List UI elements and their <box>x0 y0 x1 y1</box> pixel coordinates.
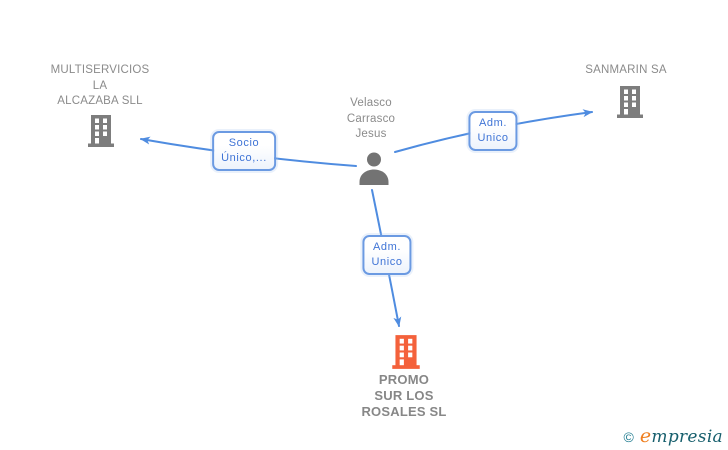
node-label-right-company[interactable]: SANMARIN SA <box>585 63 666 79</box>
edge-label-line: Adm. <box>372 241 402 253</box>
company-name-line: LA <box>92 79 108 92</box>
company-name-line: ALCAZABA SLL <box>57 95 143 107</box>
node-label-bottom-company[interactable]: PROMO SUR LOS ROSALES SL <box>361 372 446 420</box>
company-name-line: PROMO <box>378 372 430 387</box>
empresia-logo-rest: mpresia <box>651 427 723 447</box>
node-label-left-company[interactable]: MULTISERVICIOS LA ALCAZABA SLL <box>51 63 150 110</box>
edge-label-socio-unico[interactable]: Socio Único,... <box>212 131 276 171</box>
company-name-line: SANMARIN SA <box>585 64 667 76</box>
person-name-line: Velasco <box>350 97 392 109</box>
building-icon[interactable] <box>83 113 119 149</box>
person-name-line: Jesus <box>355 128 387 140</box>
edge-label-line: Unico <box>371 256 403 268</box>
edge-label-line: Único,... <box>221 152 267 164</box>
empresia-logo: empresia <box>640 425 723 447</box>
copyright-icon: © <box>623 429 634 445</box>
edge-label-line: Unico <box>477 132 509 144</box>
person-icon[interactable] <box>355 149 393 187</box>
empresia-logo-e: e <box>639 425 652 447</box>
person-name-line: Carrasco <box>346 112 396 125</box>
edge-label-line: Socio <box>228 137 260 149</box>
empresia-watermark: © empresia <box>624 425 723 447</box>
company-name-line: SUR LOS <box>374 388 434 403</box>
company-name-line: MULTISERVICIOS <box>50 64 150 76</box>
edge-label-adm-unico-right[interactable]: Adm. Unico <box>468 111 518 151</box>
node-label-person[interactable]: Velasco Carrasco Jesus <box>347 96 395 143</box>
edge-label-adm-unico-bottom[interactable]: Adm. Unico <box>362 235 412 275</box>
company-name-line: ROSALES SL <box>361 404 447 419</box>
building-icon[interactable] <box>612 84 648 120</box>
edge-label-line: Adm. <box>478 117 508 129</box>
building-icon-orange[interactable] <box>387 333 425 371</box>
